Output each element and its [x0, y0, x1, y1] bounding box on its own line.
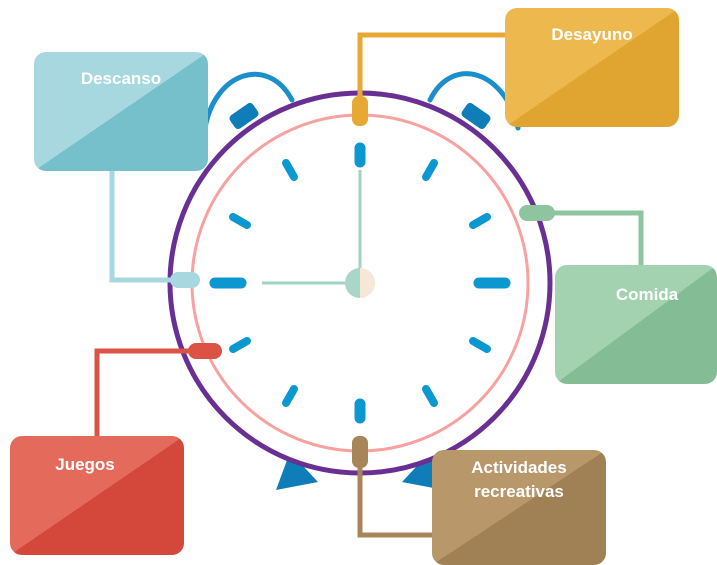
label-activities-line1: Actividades: [471, 458, 566, 477]
label-lunch: Comida: [616, 285, 679, 304]
bell-left-icon: [202, 71, 295, 131]
clock-ticks: [209, 142, 511, 424]
connector-lunch: [519, 205, 644, 272]
box-games: Juegos: [10, 436, 184, 555]
connector-activities: [352, 436, 436, 538]
label-games: Juegos: [55, 455, 115, 474]
clock-foot-left-icon: [276, 452, 318, 490]
label-rest: Descanso: [81, 69, 161, 88]
box-lunch: Comida: [555, 265, 717, 384]
box-rest: Descanso: [34, 52, 208, 171]
box-breakfast: Desayuno: [505, 8, 679, 127]
connector-breakfast: [352, 32, 512, 126]
box-activities: Actividades recreativas: [432, 450, 606, 565]
label-breakfast: Desayuno: [551, 25, 632, 44]
label-activities-line2: recreativas: [474, 482, 564, 501]
clock-center-cap: [345, 268, 375, 298]
connector-rest: [109, 165, 200, 288]
connector-games: [94, 343, 222, 440]
